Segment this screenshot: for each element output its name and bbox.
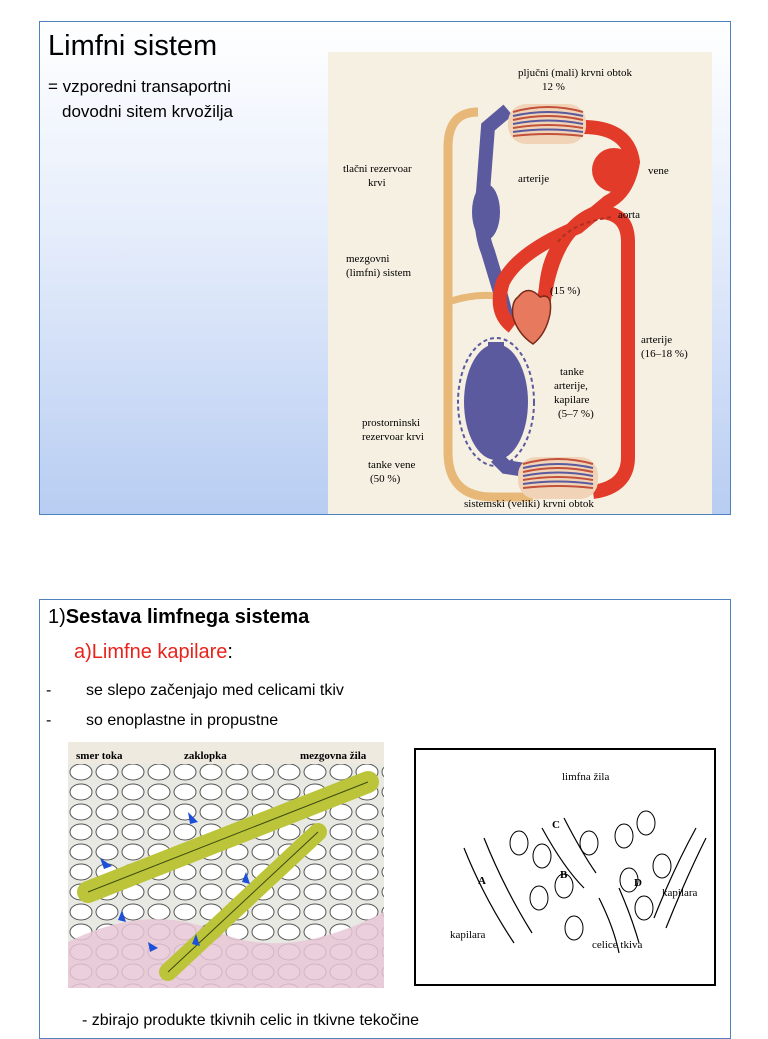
heart	[511, 289, 552, 345]
volume-reservoir	[464, 344, 528, 460]
label-pulmonary-pct: 12 %	[542, 81, 565, 93]
reservoir-outline	[457, 337, 535, 467]
label-c: C	[552, 819, 560, 831]
label-tanke-3: kapilare	[554, 394, 590, 406]
pressure-reservoir	[472, 184, 500, 240]
lymph-vessel	[443, 107, 533, 502]
label-tanke-1: tanke	[560, 366, 584, 378]
label-prostor-1: prostorninski	[362, 417, 420, 429]
list-item: -se slepo začenjajo med celicami tkiv	[46, 676, 344, 706]
label-d: D	[634, 877, 642, 889]
label-kapilara-left: kapilara	[450, 929, 486, 941]
right-capillary	[653, 827, 707, 929]
label-a: A	[478, 875, 486, 887]
section-title: Sestava limfnega sistema	[65, 606, 310, 628]
label-mezgovna-zila: mezgovna žila	[300, 750, 367, 762]
middle-vessel	[598, 887, 640, 954]
drawing-frame	[414, 748, 716, 986]
bullet-list: -se slepo začenjajo med celicami tkiv -s…	[46, 676, 344, 736]
capillary-line-drawing: limfna žila kapilara kapilara celice tki…	[414, 748, 716, 986]
subsection-heading: a)Limfne kapilare:	[74, 641, 233, 664]
label-pulmonary: pljučni (mali) krvni obtok	[518, 67, 632, 79]
label-kapilara-right: kapilara	[662, 887, 698, 899]
subtitle-line-1: = vzporedni transaportni	[48, 77, 231, 96]
circulation-diagram: pljučni (mali) krvni obtok 12 % arterije…	[328, 52, 712, 514]
label-tlacni-2: krvi	[368, 177, 386, 189]
label-mezgovni-2: (limfni) sistem	[346, 267, 412, 279]
subsection-title: Limfne kapilare	[91, 641, 228, 663]
label-mezgovni-1: mezgovni	[346, 253, 389, 265]
subtitle-line-2: dovodni sitem krvožilja	[62, 102, 234, 121]
label-b: B	[560, 869, 568, 881]
connective-tissue	[68, 912, 384, 988]
slide-2: 1)Sestava limfnega sistema a)Limfne kapi…	[39, 599, 731, 1039]
left-capillary	[463, 837, 533, 944]
section-heading: 1)Sestava limfnega sistema	[48, 606, 309, 629]
lymph-vessel-outline	[87, 781, 369, 973]
label-tankevene-1: tanke vene	[368, 459, 415, 471]
list-item: -so enoplastne in propustne	[46, 706, 344, 736]
bullet-marker: -	[46, 682, 52, 699]
section-number: 1)	[48, 606, 66, 628]
label-arterije-right: arterije	[641, 334, 672, 346]
slide-subtitle: = vzporedni transaportni dovodni sitem k…	[48, 74, 233, 124]
label-heart-pct: (15 %)	[550, 285, 581, 297]
subsection-colon: :	[227, 641, 233, 663]
slide-1: Limfni sistem = vzporedni transaportni d…	[39, 21, 731, 515]
tissue-cells-outline	[509, 810, 672, 941]
systemic-capillary-bed	[518, 457, 598, 499]
label-arterije-top: arterije	[518, 173, 549, 185]
label-zaklopka: zaklopka	[184, 750, 227, 762]
subsection-prefix: a)	[74, 641, 92, 663]
label-systemic: sistemski (veliki) krvni obtok	[464, 498, 594, 510]
slide-title: Limfni sistem	[48, 30, 218, 62]
cut-off-bullet: - zbirajo produkte tkivnih celic in tkiv…	[82, 1012, 420, 1029]
label-tanke-4: (5–7 %)	[558, 408, 594, 420]
pulmonary-vein-reservoir	[592, 148, 636, 192]
bullet-marker: -	[46, 712, 52, 729]
pulmonary-capillary-bed	[508, 104, 586, 144]
label-smer-toka: smer toka	[76, 750, 123, 762]
flow-arrows	[100, 812, 250, 952]
label-limfna-zila: limfna žila	[562, 771, 609, 783]
label-aorta: aorta	[618, 209, 640, 221]
label-tankevene-2: (50 %)	[370, 473, 401, 485]
label-celice-tkiva: celice tkiva	[592, 939, 643, 951]
label-vene: vene	[648, 165, 669, 177]
label-prostor-2: rezervoar krvi	[362, 431, 424, 443]
lymph-capillary-illustration: smer toka zaklopka mezgovna žila	[68, 742, 384, 988]
label-tanke-2: arterije,	[554, 380, 588, 392]
label-tlacni-1: tlačni rezervoar	[343, 163, 412, 175]
label-arterije-right-pct: (16–18 %)	[641, 348, 688, 360]
